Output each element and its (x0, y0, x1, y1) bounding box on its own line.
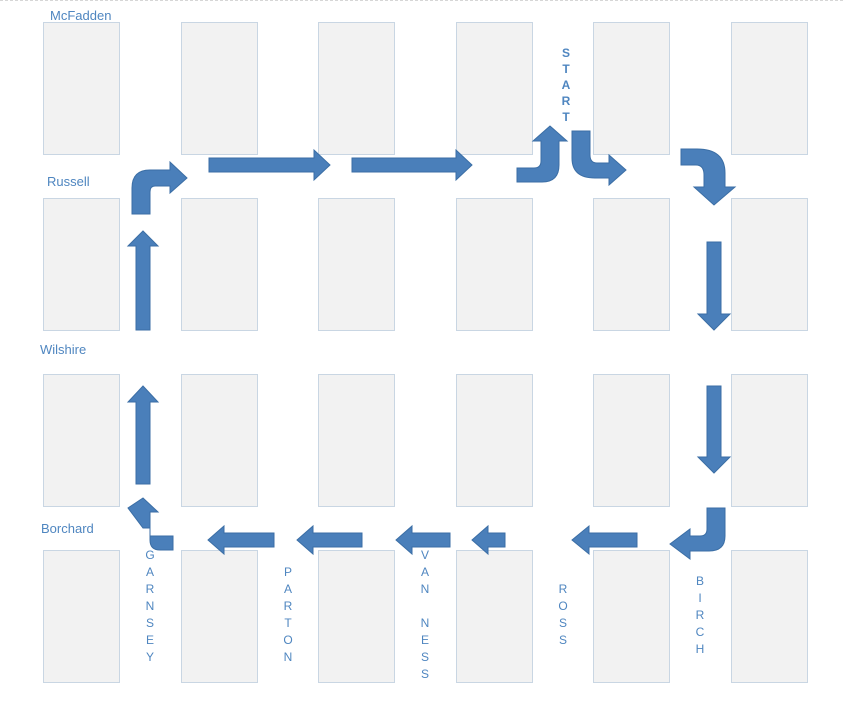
arrow-curve-up (516, 125, 569, 183)
city-block (181, 22, 258, 155)
city-block (43, 198, 120, 331)
arrow-left (471, 524, 506, 556)
street-label-mcfadden: McFadden (50, 8, 112, 23)
street-label-parton: P A R T O N (283, 565, 293, 664)
city-block (181, 198, 258, 331)
city-block (318, 22, 395, 155)
street-label-borchard: Borchard (41, 521, 94, 536)
street-label-ross: R O S S (558, 582, 568, 647)
arrow-left (207, 524, 275, 556)
street-label-wilshire: Wilshire (40, 342, 87, 357)
city-block (318, 198, 395, 331)
city-block (731, 198, 808, 331)
city-block (593, 550, 670, 683)
arrow-down (696, 241, 732, 331)
street-label-van-ness: V A N N E S S (420, 548, 430, 681)
arrow-up (126, 230, 160, 331)
arrow-curve-left (669, 507, 726, 560)
start-label: S T A R T (561, 46, 571, 124)
city-block (593, 374, 670, 507)
city-block (593, 198, 670, 331)
arrow-curve-up (127, 497, 174, 551)
city-block (43, 22, 120, 155)
city-block (731, 374, 808, 507)
city-block (181, 550, 258, 683)
arrow-left (571, 524, 638, 556)
top-divider (0, 0, 843, 1)
street-label-birch: B I R C H (695, 574, 705, 656)
arrow-curve-right (131, 160, 188, 215)
city-block (43, 550, 120, 683)
arrow-left (395, 524, 451, 556)
city-block (731, 550, 808, 683)
arrow-curve-right (571, 130, 627, 187)
city-block (456, 22, 533, 155)
arrow-right (208, 148, 331, 182)
city-block (43, 374, 120, 507)
city-block (456, 374, 533, 507)
arrow-down (696, 385, 732, 474)
city-block (318, 550, 395, 683)
city-block (456, 550, 533, 683)
arrow-left (296, 524, 363, 556)
arrow-right (351, 148, 473, 182)
arrow-up (126, 385, 160, 485)
arrow-curve-down (680, 148, 737, 206)
city-block (731, 22, 808, 155)
street-label-russell: Russell (47, 174, 90, 189)
city-block (181, 374, 258, 507)
street-label-garnsey: G A R N S E Y (145, 548, 155, 664)
city-block (456, 198, 533, 331)
city-block (318, 374, 395, 507)
city-block (593, 22, 670, 155)
